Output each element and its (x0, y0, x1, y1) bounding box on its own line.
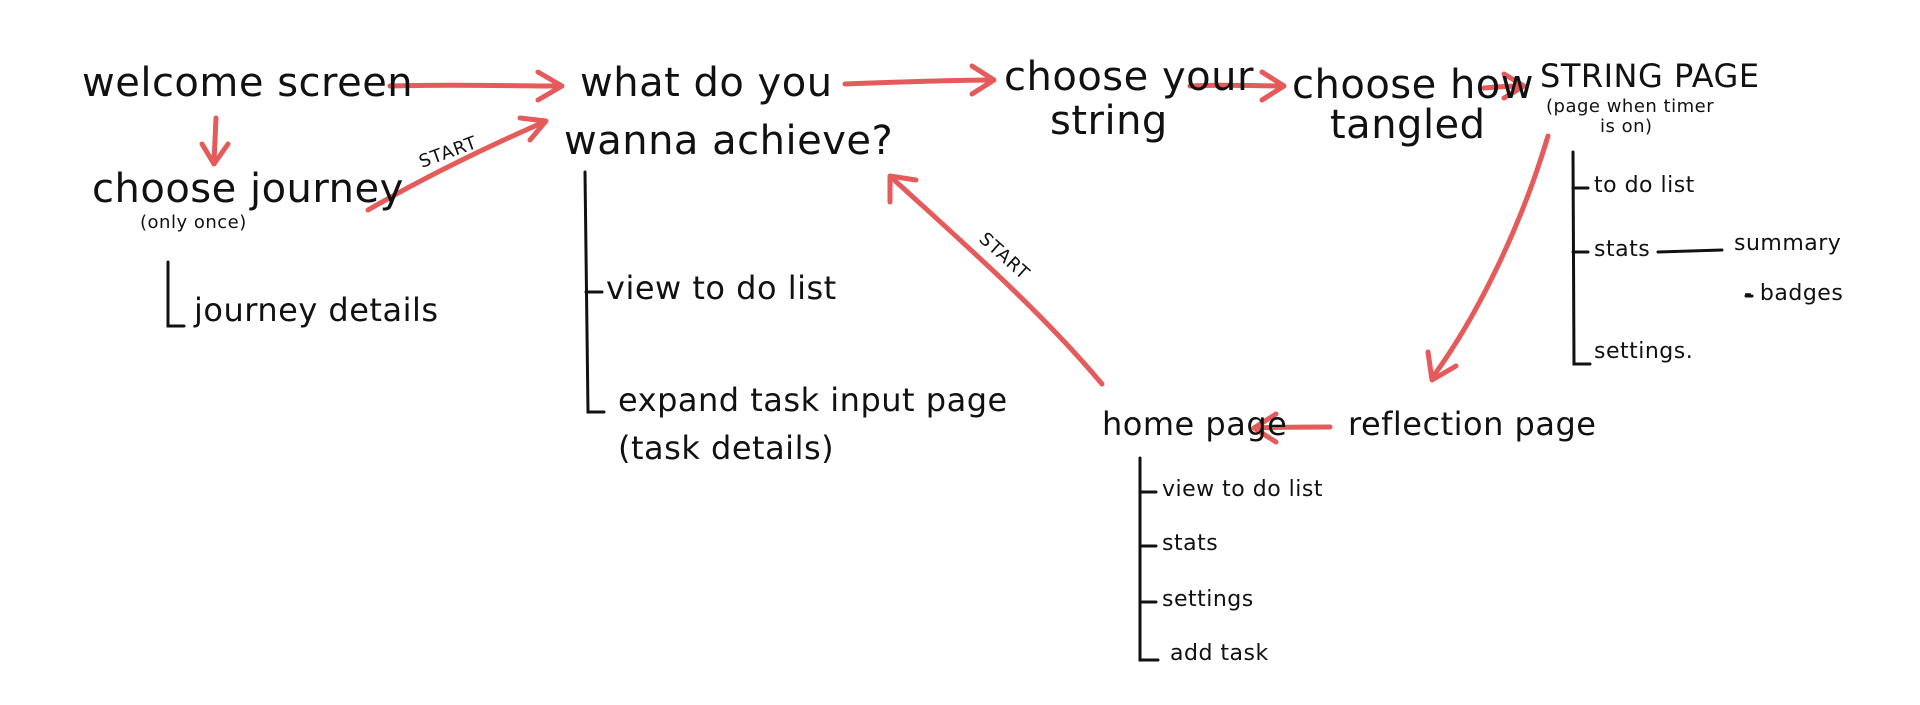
node-string-page-note-1: (page when timer (1546, 96, 1715, 117)
node-choose-tangled-line2: tangled (1330, 102, 1486, 148)
arrow-reflection-to-home (1251, 411, 1333, 445)
node-string-stats: stats (1594, 237, 1651, 262)
tree-stringpage-stats-link (1656, 248, 1724, 254)
tree-stringpage-trunk (1571, 150, 1592, 366)
arrow-welcome-to-journey (199, 115, 231, 167)
node-journey-details: journey details (194, 291, 439, 329)
node-choose-tangled-line1: choose how (1292, 62, 1534, 108)
node-string-page-note-2: is on) (1600, 116, 1653, 137)
node-reflection-page: reflection page (1348, 405, 1597, 443)
node-string-settings: settings. (1594, 339, 1694, 364)
arrow-welcome-to-achieve (387, 69, 565, 103)
node-string-badges: - badges (1744, 281, 1844, 306)
node-choose-string-line2: string (1050, 98, 1168, 144)
node-string-summary: summary (1734, 231, 1842, 256)
node-expand-task-input: expand task input page (618, 381, 1008, 419)
tree-journey (166, 260, 186, 328)
node-string-todo: to do list (1594, 173, 1695, 198)
node-home-settings: settings (1162, 587, 1254, 612)
tree-lines (166, 150, 1754, 662)
tree-home-trunk (1138, 456, 1160, 662)
node-home-stats: stats (1162, 531, 1219, 556)
node-home-add-task: add task (1170, 641, 1269, 666)
node-home-view-todo: view to do list (1162, 477, 1323, 502)
flow-arrows (199, 63, 1551, 445)
node-choose-journey: choose journey (92, 166, 404, 212)
node-achieve-line2: wanna achieve? (564, 118, 894, 164)
node-achieve-line1: what do you (580, 60, 833, 106)
node-welcome-screen: welcome screen (82, 60, 414, 106)
node-home-page: home page (1102, 405, 1288, 443)
arrow-tangled-to-stringpage (1481, 71, 1527, 101)
arrow-stringpage-to-reflection (1425, 133, 1551, 383)
node-view-todo-list: view to do list (606, 269, 837, 307)
arrow-string-to-tangled (1187, 69, 1287, 103)
node-choose-journey-note: (only once) (140, 212, 247, 233)
tree-achieve-trunk (583, 170, 606, 414)
arrow-home-to-achieve (887, 173, 1105, 387)
node-task-details: (task details) (618, 429, 835, 467)
node-choose-string-line1: choose your (1004, 54, 1254, 100)
node-string-page: STRING PAGE (1540, 57, 1760, 95)
arrow-achieve-to-string (842, 63, 997, 97)
arrow-journey-to-achieve (365, 115, 549, 213)
